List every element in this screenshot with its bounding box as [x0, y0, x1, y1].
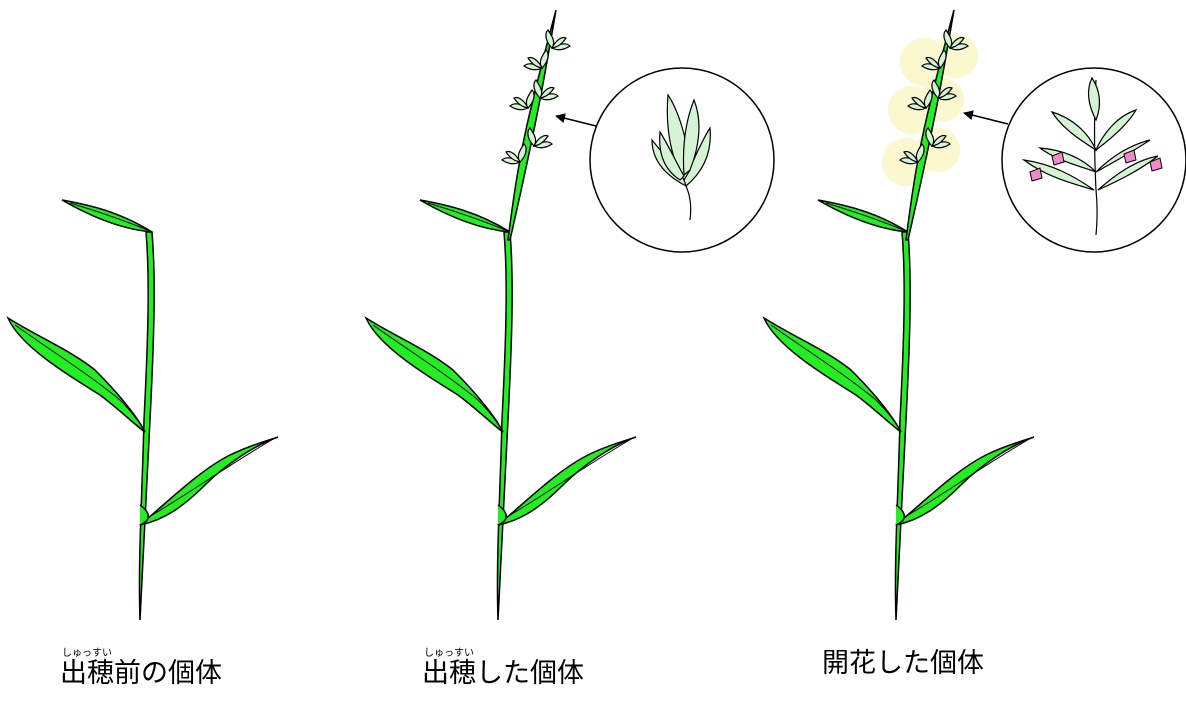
caption-before-heading: 出穂しゅっすい前の個体: [60, 648, 222, 690]
zoom-callout-flower: [964, 68, 1186, 252]
caption-flowered: 開花した個体: [822, 648, 984, 680]
plant-flowered: [764, 10, 1034, 620]
zoom-callout-spikelet: [556, 68, 774, 252]
arrow-icon: [964, 113, 1008, 124]
ruby-shussui: 出穂しゅっすい: [60, 658, 114, 689]
plant-headed: [366, 10, 636, 620]
arrow-icon: [556, 116, 600, 127]
caption-headed: 出穂しゅっすいした個体: [422, 648, 584, 690]
spikelet: [510, 90, 534, 110]
ruby-shussui: 出穂しゅっすい: [422, 658, 476, 689]
plant-before-heading: [8, 200, 278, 620]
